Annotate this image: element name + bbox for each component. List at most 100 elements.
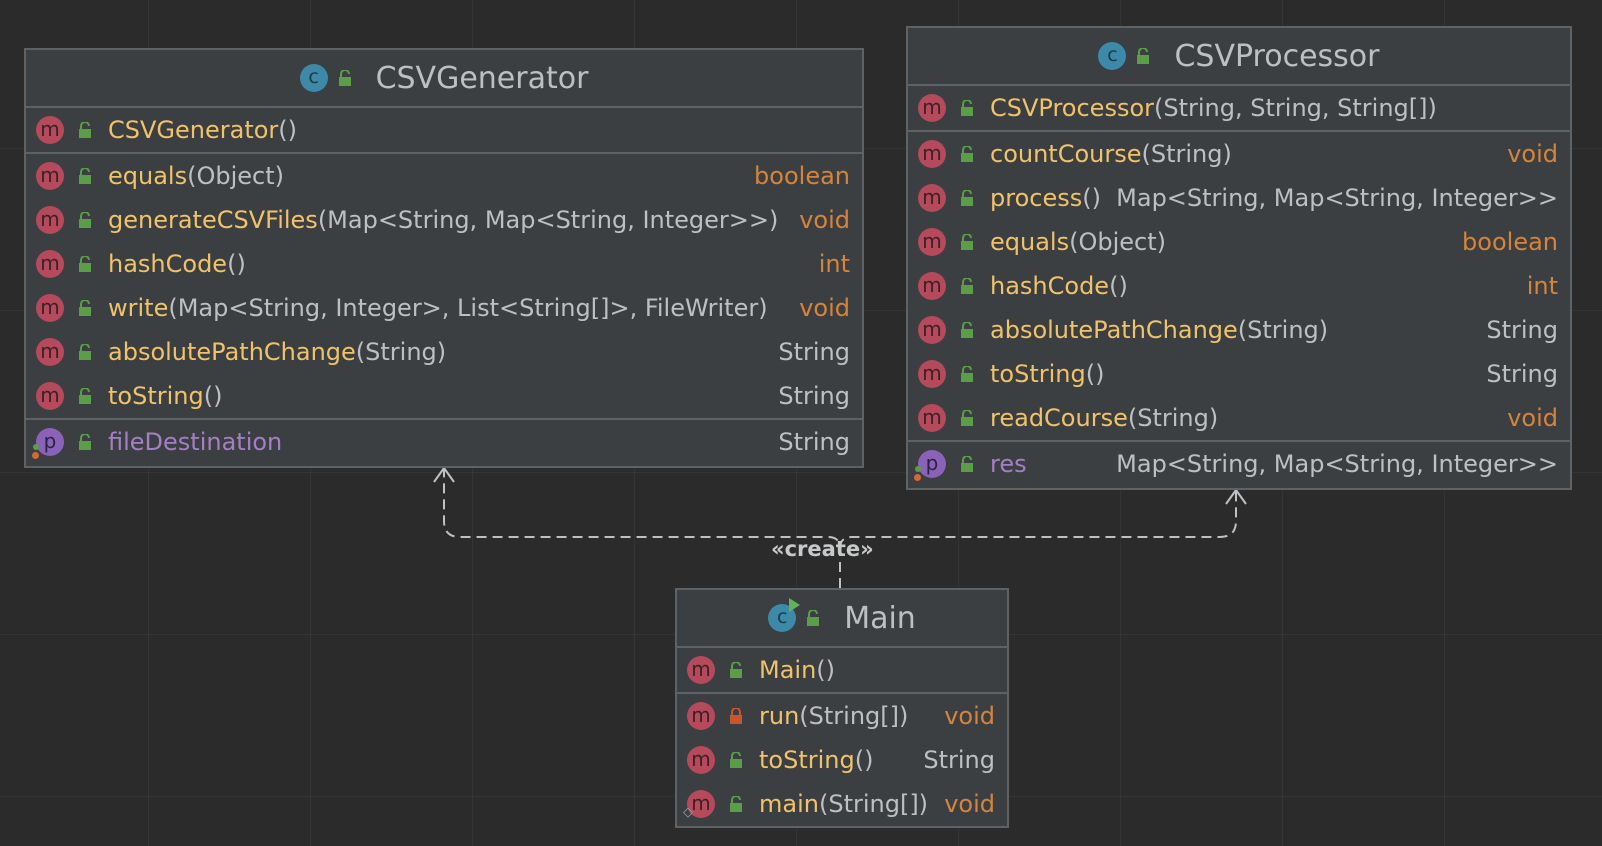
- member-name: absolutePathChange: [108, 338, 356, 366]
- public-lock-icon: [79, 122, 91, 138]
- public-lock-icon: [79, 168, 91, 184]
- return-type: void: [799, 294, 850, 322]
- class-name: CSVGenerator: [375, 60, 589, 96]
- method-row[interactable]: m absolutePathChange(String) String: [26, 330, 862, 374]
- public-lock-icon: [961, 366, 973, 382]
- method-icon: m: [36, 250, 64, 278]
- public-lock-icon: [730, 662, 742, 678]
- method-icon: m: [918, 94, 946, 122]
- return-type: void: [799, 206, 850, 234]
- class-header[interactable]: c CSVGenerator: [26, 50, 862, 108]
- return-type: void: [1507, 140, 1558, 168]
- method-icon: m: [687, 656, 715, 684]
- member-name: Main: [759, 656, 817, 684]
- member-name: CSVProcessor: [990, 94, 1155, 122]
- constructor-row[interactable]: m CSVGenerator(): [26, 108, 862, 152]
- class-icon: c: [1098, 42, 1127, 70]
- public-lock-icon: [961, 410, 973, 426]
- public-lock-icon: [730, 796, 742, 812]
- public-lock-icon: [807, 610, 820, 626]
- constructor-section: m CSVGenerator(): [26, 108, 862, 154]
- return-type: String: [778, 338, 850, 366]
- member-params: (String): [1237, 316, 1329, 344]
- property-name: res: [990, 450, 1027, 478]
- method-icon: m: [918, 360, 946, 388]
- return-type: void: [1507, 404, 1558, 432]
- method-icon: m: [36, 382, 64, 410]
- public-lock-icon: [79, 212, 91, 228]
- method-row[interactable]: mmain(String[])void: [677, 782, 1007, 826]
- public-lock-icon: [79, 434, 91, 450]
- property-name: fileDestination: [108, 428, 283, 456]
- class-header[interactable]: c Main: [677, 590, 1007, 648]
- edge-main-to-csvprocessor: [839, 492, 1237, 549]
- member-name: toString: [108, 382, 204, 410]
- class-icon: c: [299, 64, 328, 92]
- member-params: (): [227, 250, 246, 278]
- public-lock-icon: [961, 146, 973, 162]
- method-icon: m: [918, 184, 946, 212]
- member-params: (): [203, 382, 223, 410]
- class-name: Main: [844, 600, 916, 636]
- member-params: (String[]): [818, 790, 929, 818]
- property-icon: p: [914, 450, 946, 481]
- public-lock-icon: [79, 344, 91, 360]
- runnable-class-icon: c: [768, 598, 801, 632]
- method-icon: m: [36, 116, 64, 144]
- method-row[interactable]: m readCourse(String) void: [908, 396, 1570, 440]
- member-name: absolutePathChange: [990, 316, 1238, 344]
- arrowhead-csvgenerator: [433, 466, 455, 483]
- member-params: (String): [355, 338, 447, 366]
- member-params: (): [1082, 184, 1101, 212]
- method-icon: m: [687, 702, 715, 730]
- member-params: (String): [1127, 404, 1219, 432]
- class-header[interactable]: c CSVProcessor: [908, 28, 1570, 86]
- member-name: readCourse: [990, 404, 1128, 432]
- method-icon: m: [36, 338, 64, 366]
- public-lock-icon: [79, 256, 91, 272]
- public-lock-icon: [961, 100, 973, 116]
- return-type: String: [923, 746, 995, 774]
- member-params: (Map<String, Map<String, Integer>>): [317, 206, 779, 234]
- member-name: CSVGenerator: [108, 116, 279, 144]
- return-type: int: [818, 250, 850, 278]
- member-params: (String[]): [799, 702, 909, 730]
- member-name: equals: [990, 228, 1070, 256]
- method-icon: m: [918, 404, 946, 432]
- return-type: String: [1486, 316, 1558, 344]
- public-lock-icon: [961, 278, 973, 294]
- edge-main-to-csvgenerator: [443, 470, 841, 588]
- member-params: (Object): [1069, 228, 1166, 256]
- return-type: String: [1486, 360, 1558, 388]
- member-params: (): [1085, 360, 1105, 388]
- public-lock-icon: [79, 388, 91, 404]
- public-lock-icon: [79, 300, 91, 316]
- method-icon: m: [36, 294, 64, 322]
